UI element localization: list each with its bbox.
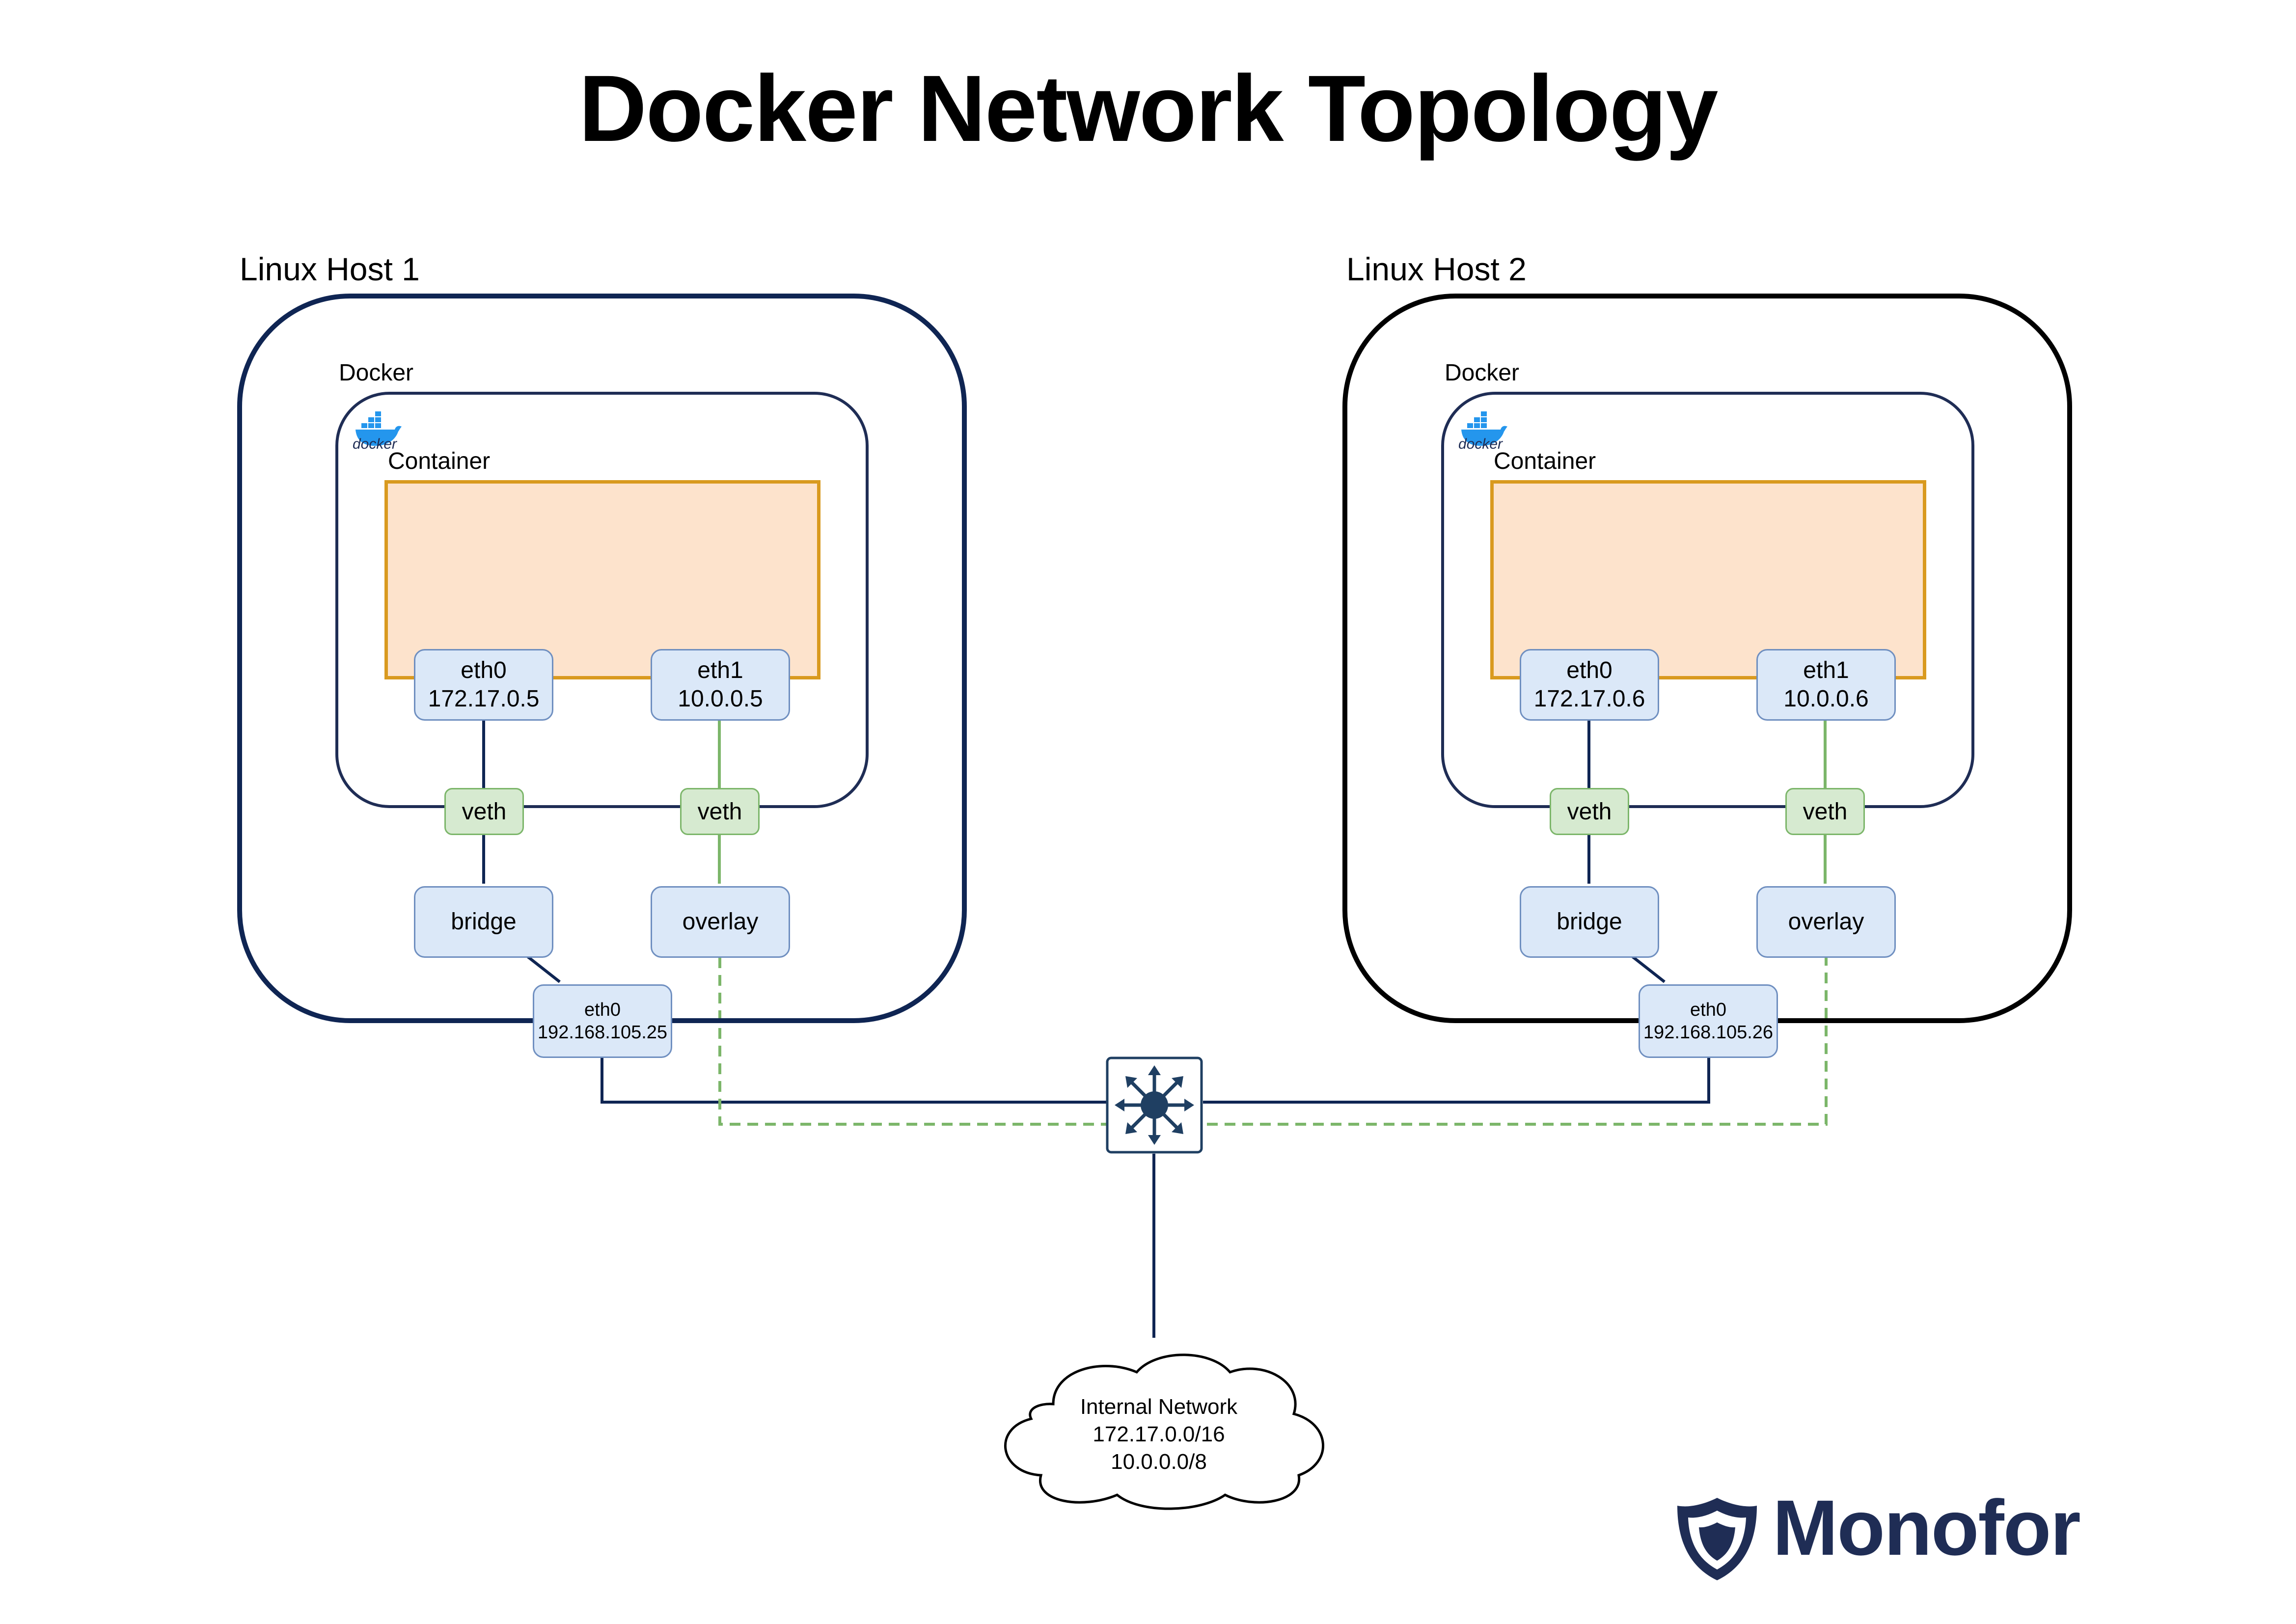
cloud-icon [1004,1353,1324,1510]
host1-container-eth0-ip: 172.17.0.5 [428,686,540,712]
link-h1-eth0-switch [601,1056,1107,1104]
host1-eth0-ip: 192.168.105.25 [537,1022,668,1043]
host1-container-eth1-name: eth1 [697,657,743,683]
host2-container-eth1[interactable]: eth1 10.0.0.6 [1756,649,1896,721]
host1-overlay[interactable]: overlay [651,886,790,958]
cloud-subnet-2: 10.0.0.0/8 [1111,1450,1207,1474]
host2-label: Linux Host 2 [1346,251,1527,287]
network-switch[interactable] [1106,1056,1203,1154]
host2-container-eth1-ip: 10.0.0.6 [1783,686,1869,712]
host1-container-eth0-name: eth0 [461,657,507,683]
host2-docker-label: Docker [1445,360,1520,386]
host2-container-eth0-name: eth0 [1566,657,1613,683]
link-h2-eth0-switch [1203,1056,1710,1104]
host2-bridge[interactable]: bridge [1520,886,1659,958]
page-title: Docker Network Topology [578,55,1719,161]
host1-container-eth1[interactable]: eth1 10.0.0.5 [651,649,790,721]
host2-container-eth1-name: eth1 [1803,657,1849,683]
shield-icon [1677,1498,1757,1580]
host1-container-label: Container [388,448,491,474]
host1-docker-logo [353,411,407,456]
host1-bridge[interactable]: bridge [414,886,553,958]
host1-veth-bridge[interactable]: veth [444,788,524,835]
host1-veth-overlay[interactable]: veth [680,788,760,835]
host2-docker-logo [1458,411,1512,456]
internal-network-cloud[interactable] [980,1345,1338,1512]
host1-docker-label: Docker [339,360,414,386]
docker-whale-icon [1461,411,1507,446]
host2-docker-box [1441,392,1974,808]
brand-name: Monofor [1773,1484,2081,1571]
host2-container-eth0-ip: 172.17.0.6 [1533,686,1645,712]
host1-label: Linux Host 1 [240,251,420,287]
host1-container-box [384,480,820,679]
host2-container-eth0[interactable]: eth0 172.17.0.6 [1520,649,1659,721]
host1-docker-box [335,392,869,808]
link-h2-bridge-eth0 [1629,953,1666,983]
host2-veth-bridge[interactable]: veth [1550,788,1629,835]
host1-container-eth1-ip: 10.0.0.5 [678,686,763,712]
network-switch-icon [1106,1056,1203,1154]
host2-container-label: Container [1494,448,1596,474]
cloud-subnet-1: 172.17.0.0/16 [1093,1422,1225,1446]
host2-eth0-ip: 192.168.105.26 [1643,1022,1774,1043]
host2-eth0[interactable]: eth0 192.168.105.26 [1639,984,1778,1058]
cloud-name: Internal Network [1080,1395,1238,1419]
host2-overlay[interactable]: overlay [1756,886,1896,958]
brand-logo [1674,1495,1760,1583]
host2-eth0-name: eth0 [1690,1000,1726,1020]
link-h1-bridge-eth0 [524,953,561,983]
host1-docker-logo-text: docker [353,436,397,452]
host1-eth0-name: eth0 [584,1000,621,1020]
host2-veth-overlay[interactable]: veth [1785,788,1865,835]
host1-container-eth0[interactable]: eth0 172.17.0.5 [414,649,553,721]
host2-container-box [1490,480,1926,679]
cloud-label: Internal Network 172.17.0.0/16 10.0.0.0/… [980,1393,1338,1476]
host2-docker-logo-text: docker [1458,436,1503,452]
docker-whale-icon [355,411,402,446]
host1-eth0[interactable]: eth0 192.168.105.25 [533,984,672,1058]
